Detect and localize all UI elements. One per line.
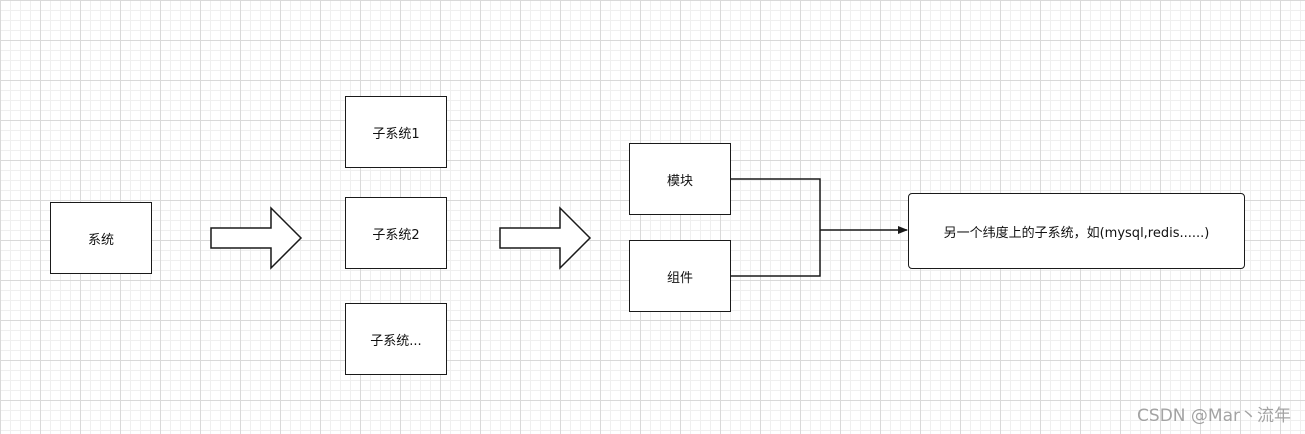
watermark: CSDN @Mar丶流年 (1137, 406, 1291, 426)
other-dimension-label: 另一个纬度上的子系统，如(mysql,redis......) (943, 225, 1210, 241)
subsystem-more-node[interactable]: 子系统... (345, 303, 447, 375)
subsystem-1-label: 子系统1 (372, 126, 420, 142)
subsystem-2-label: 子系统2 (372, 227, 420, 243)
module-label: 模块 (666, 173, 693, 189)
component-label: 组件 (666, 270, 693, 286)
module-node[interactable]: 模块 (629, 143, 731, 215)
connector-module (731, 178, 821, 230)
block-arrow-1 (210, 206, 303, 270)
block-arrow-2 (499, 206, 592, 270)
system-node[interactable]: 系统 (50, 202, 152, 274)
other-dimension-node[interactable]: 另一个纬度上的子系统，如(mysql,redis......) (908, 193, 1245, 269)
subsystem-more-label: 子系统... (370, 333, 422, 349)
connector-component (731, 230, 821, 277)
subsystem-1-node[interactable]: 子系统1 (345, 96, 447, 168)
component-node[interactable]: 组件 (629, 240, 731, 312)
system-node-label: 系统 (87, 232, 114, 248)
subsystem-2-node[interactable]: 子系统2 (345, 197, 447, 269)
